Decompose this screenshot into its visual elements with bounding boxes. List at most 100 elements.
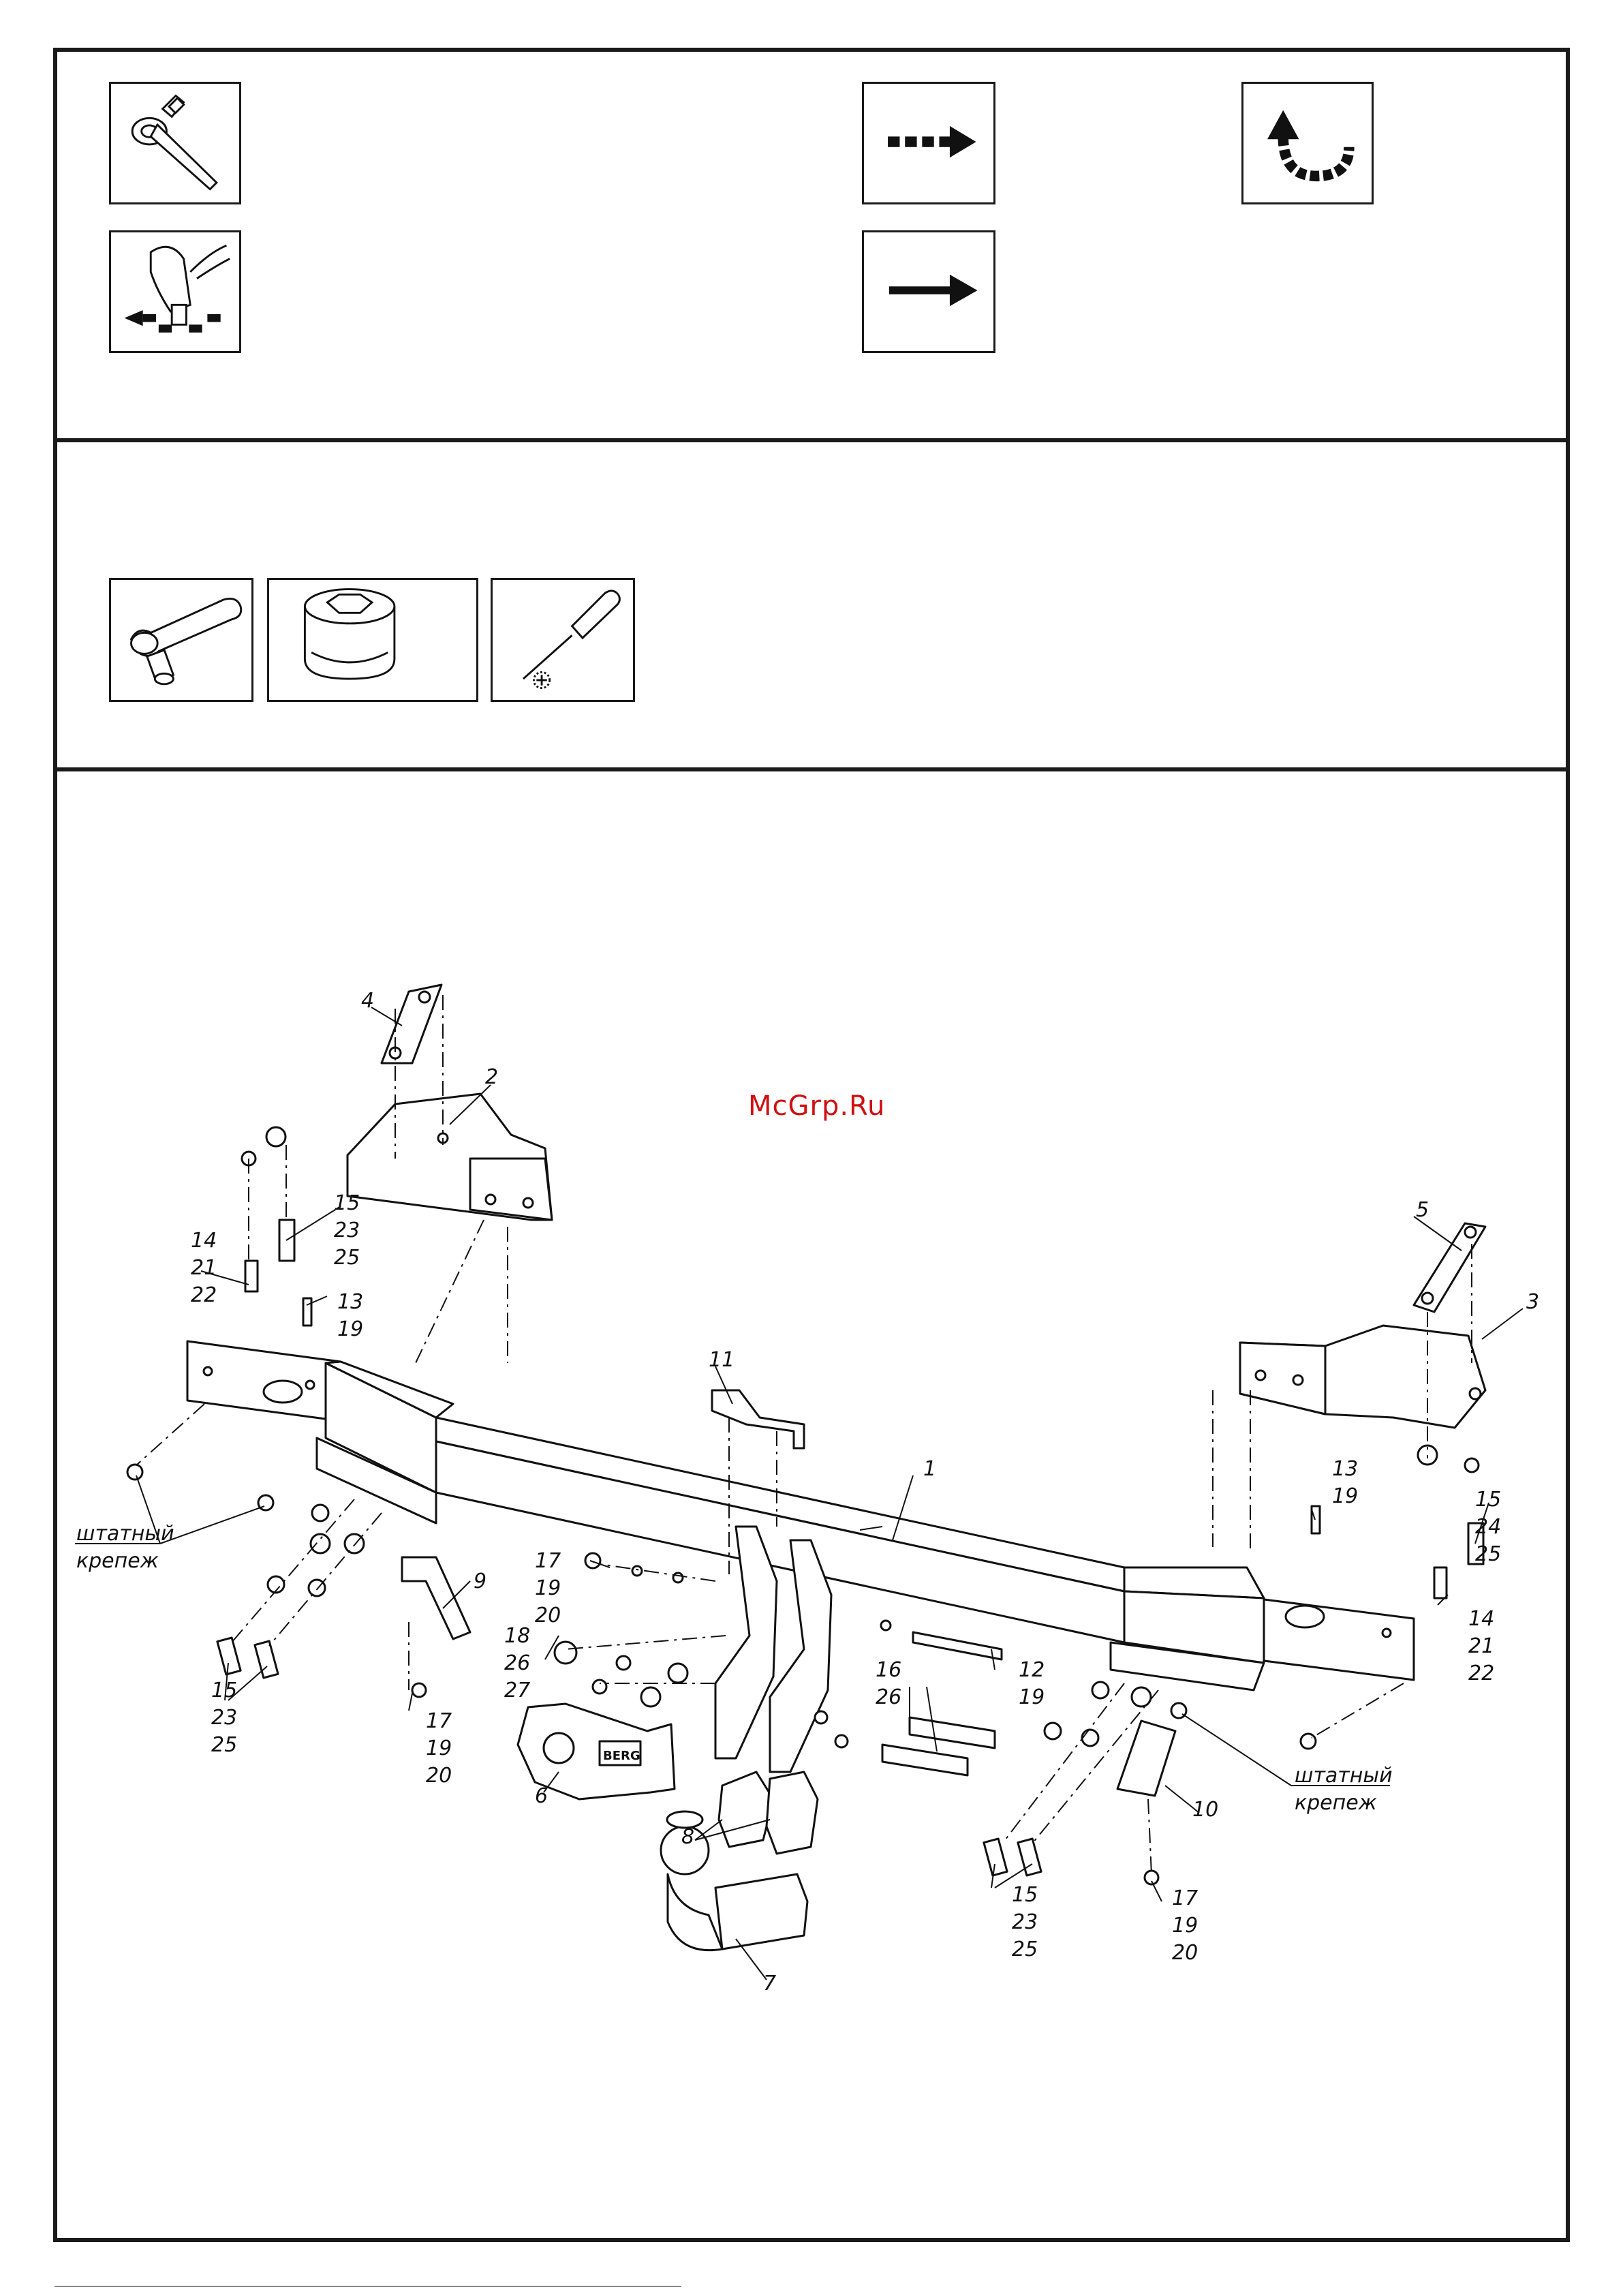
diagram-part-shape <box>668 1664 687 1683</box>
diagram-part-shape <box>1286 1606 1324 1627</box>
diagram-part-shape <box>269 1513 382 1646</box>
label-part-17-right-c: 20 <box>1172 1941 1198 1965</box>
label-part-15-right-c: 25 <box>1475 1542 1501 1566</box>
label-part-16-b: 26 <box>876 1685 901 1709</box>
label-part-12: 12 <box>1019 1658 1045 1682</box>
diagram-part-shape <box>312 1505 328 1521</box>
diagram-part-shape <box>1045 1723 1061 1739</box>
label-part-18: 18 <box>504 1624 530 1648</box>
label-part-1: 1 <box>923 1457 936 1481</box>
label-standard-fastener-right: штатный <box>1295 1764 1393 1788</box>
label-part-9: 9 <box>474 1570 486 1593</box>
diagram-part-shape <box>371 1007 402 1026</box>
label-part-15-left-c: 25 <box>211 1733 237 1757</box>
right-end-plate <box>1254 1598 1414 1680</box>
label-part-6: 6 <box>535 1784 548 1808</box>
towbar-neck-7 <box>715 1874 807 1949</box>
diagram-part-shape <box>815 1711 827 1724</box>
diagram-part-shape <box>1312 1683 1404 1738</box>
diagram-part-shape <box>593 1680 606 1694</box>
diagram-part-shape <box>566 1636 726 1649</box>
diagram-part-shape <box>1082 1730 1098 1746</box>
diagram-part-shape <box>1312 1506 1320 1533</box>
label-part-15-top-c: 25 <box>334 1246 360 1270</box>
label-part-11: 11 <box>709 1348 735 1372</box>
label-berg-logo: BERG <box>603 1749 640 1763</box>
diagram-part-shape <box>1422 1293 1433 1304</box>
label-part-15-right: 15 <box>1475 1488 1501 1512</box>
diagram-part-shape <box>835 1735 848 1747</box>
label-part-15-bottom-c: 25 <box>1012 1938 1038 1961</box>
label-part-14-right-c: 22 <box>1468 1662 1494 1685</box>
label-part-15-right-b: 24 <box>1475 1515 1501 1539</box>
label-part-15-bottom-b: 23 <box>1012 1910 1038 1934</box>
label-part-16: 16 <box>876 1658 901 1682</box>
diagram-part-shape <box>1301 1734 1316 1749</box>
diagram-part-shape <box>1132 1687 1151 1706</box>
label-standard-fastener-left: штатный <box>76 1522 174 1546</box>
diagram-part-shape <box>306 1381 314 1389</box>
bracket-10 <box>1117 1721 1175 1796</box>
diagram-part-shape <box>1465 1458 1479 1472</box>
diagram-part-shape <box>204 1367 212 1375</box>
diagram-part-shape <box>632 1566 642 1576</box>
diagram-part-shape <box>266 1127 285 1146</box>
label-part-17-left-b: 19 <box>426 1736 452 1760</box>
label-standard-fastener-left-b: крепеж <box>76 1549 159 1573</box>
label-part-18-c: 27 <box>504 1679 530 1702</box>
label-part-14-right-b: 21 <box>1468 1634 1494 1658</box>
diagram-part-shape <box>412 1683 426 1697</box>
label-part-15-top: 15 <box>334 1191 360 1215</box>
diagram-part-shape <box>882 1745 968 1775</box>
label-part-17-center-b: 19 <box>535 1576 561 1600</box>
diagram-part-shape <box>1151 1881 1162 1901</box>
label-part-7: 7 <box>763 1972 776 1995</box>
label-part-8: 8 <box>681 1825 694 1849</box>
diagram-part-shape <box>470 1159 552 1220</box>
diagram-part-shape <box>1240 1343 1325 1414</box>
diagram-part-shape <box>600 1564 715 1581</box>
diagram-part-shape <box>1293 1375 1303 1385</box>
diagram-part-shape <box>881 1621 891 1630</box>
diagram-part-shape <box>127 1465 142 1480</box>
diagram-part-shape <box>913 1632 1002 1659</box>
bracket-9 <box>402 1557 470 1639</box>
label-part-15-left: 15 <box>211 1679 237 1702</box>
diagram-part-shape <box>232 1499 354 1642</box>
diagram-part-shape <box>673 1573 683 1582</box>
center-bracket-left <box>715 1527 777 1758</box>
diagram-part-shape <box>910 1717 995 1748</box>
diagram-part-shape <box>585 1553 600 1568</box>
label-part-2: 2 <box>485 1065 498 1089</box>
label-part-13-left-washer: 19 <box>337 1317 363 1341</box>
diagram-part-shape <box>486 1195 495 1204</box>
diagram-part-shape <box>544 1733 574 1763</box>
label-part-15-bottom: 15 <box>1012 1883 1038 1907</box>
label-part-5: 5 <box>1416 1198 1429 1222</box>
label-part-14-left: 14 <box>191 1229 217 1253</box>
label-part-17-left-c: 20 <box>426 1764 452 1788</box>
diagram-part-shape <box>617 1656 630 1670</box>
label-part-17-right-b: 19 <box>1172 1914 1198 1938</box>
diagram-part-shape <box>1018 1839 1041 1876</box>
diagram-part-shape <box>409 1694 412 1711</box>
diagram-part-shape <box>217 1638 241 1674</box>
label-part-18-b: 26 <box>504 1651 530 1675</box>
diagram-part-shape <box>1182 1714 1291 1786</box>
diagram-part-shape <box>984 1839 1007 1876</box>
label-part-13-right-washer: 19 <box>1332 1484 1358 1508</box>
label-part-17-left: 17 <box>426 1709 452 1733</box>
label-part-14-right: 14 <box>1468 1607 1494 1631</box>
left-end-plate <box>187 1341 341 1421</box>
bottom-rule <box>55 2286 681 2287</box>
diagram-part-shape <box>641 1687 660 1706</box>
diagram-part-shape <box>255 1641 278 1678</box>
label-part-17-center: 17 <box>535 1549 561 1573</box>
label-part-17-right: 17 <box>1172 1886 1198 1910</box>
diagram-part-shape <box>1092 1682 1109 1698</box>
diagram-part-shape <box>136 1404 204 1465</box>
diagram-part-shape <box>1470 1388 1481 1399</box>
label-part-15-left-b: 23 <box>211 1706 237 1730</box>
diagram-part-shape <box>668 1874 722 1950</box>
